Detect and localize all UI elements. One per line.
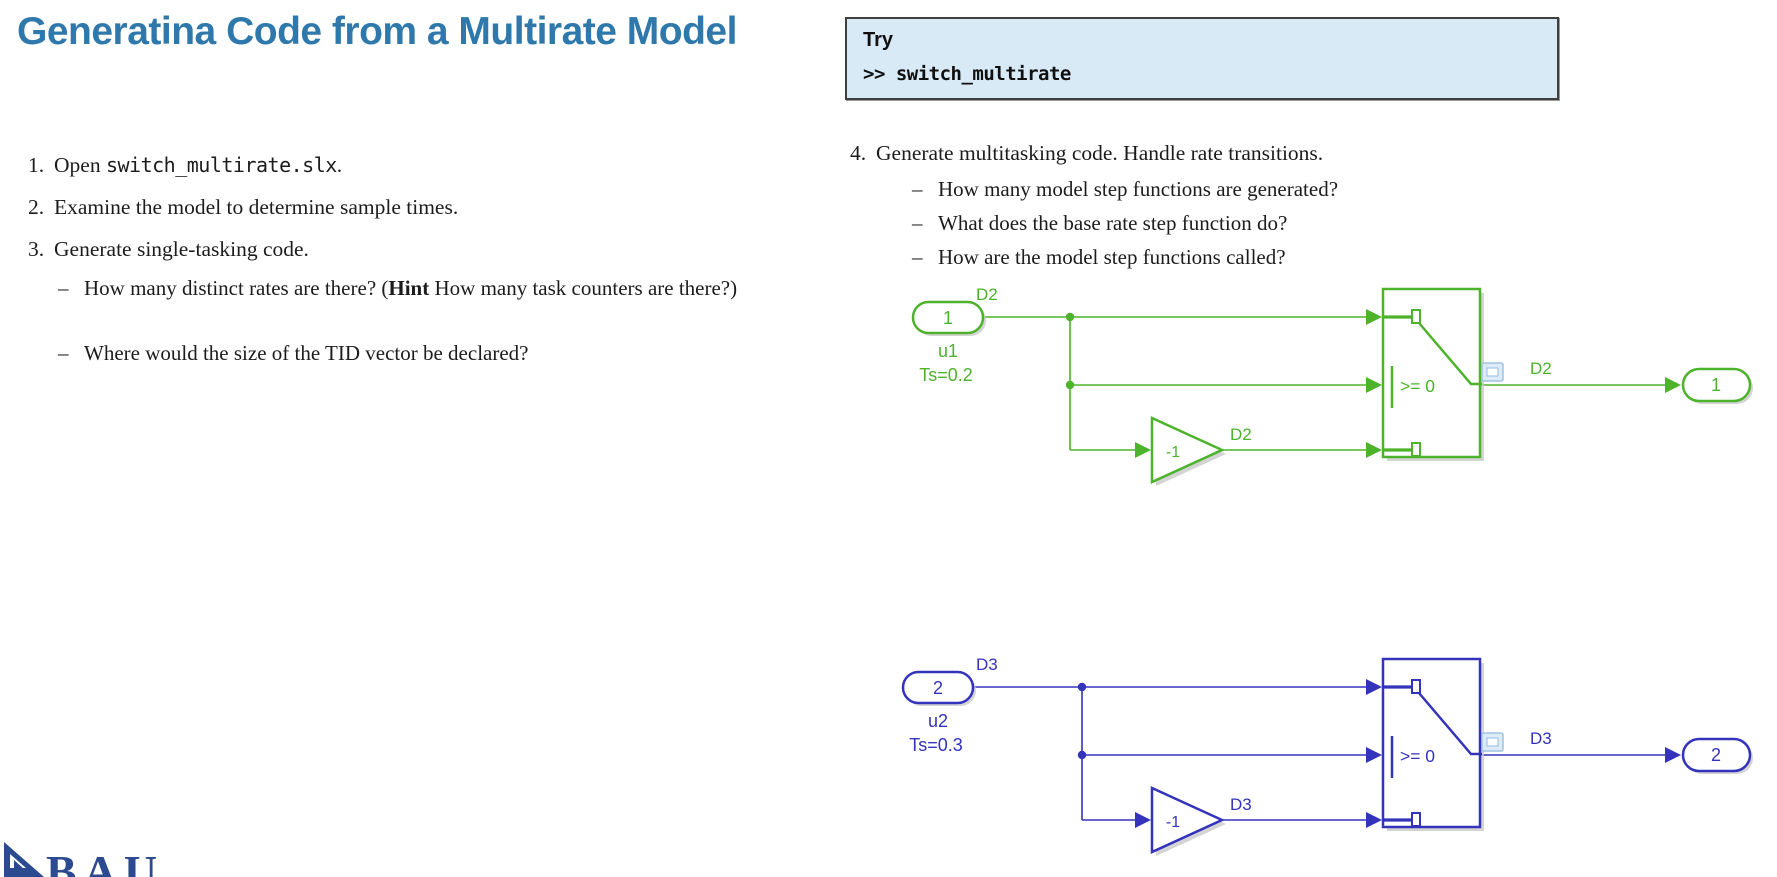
inport-block	[911, 300, 985, 335]
list-number: 3.	[28, 237, 45, 261]
list-item-4-sub-3: –How are the model step functions called…	[912, 244, 1286, 271]
list-text: Open	[54, 153, 106, 177]
arrowhead-icon	[1135, 812, 1151, 828]
arrowhead-icon	[1366, 377, 1382, 393]
gain-block	[1150, 786, 1226, 854]
list-item-4-sub-1: –How many model step functions are gener…	[912, 176, 1339, 203]
outport-block	[1681, 737, 1752, 773]
gain-block	[1150, 416, 1226, 484]
inport-number: 2	[933, 678, 943, 698]
inport-block	[901, 670, 975, 705]
arrowhead-icon	[1366, 747, 1382, 763]
list-item-4-sub-2: –What does the base rate step function d…	[912, 210, 1288, 237]
list-number: 1.	[28, 153, 45, 177]
list-text: How many distinct rates are there? (	[84, 276, 389, 300]
try-callout-box: Try >> switch_multirate	[845, 17, 1559, 100]
signal-label: D2	[1230, 425, 1252, 444]
outport-number: 1	[1711, 375, 1721, 395]
arrowhead-icon	[1135, 442, 1151, 458]
list-text: How are the model step functions called?	[938, 245, 1286, 269]
simulink-diagram-d3: 2 -1 >= 0 2 D3 u2 Ts=0.3 D3 D3	[901, 655, 1753, 856]
switch-lever	[1418, 322, 1482, 386]
arrowhead-icon	[1366, 442, 1382, 458]
list-item-3-sub-2: –Where would the size of the TID vector …	[58, 340, 800, 367]
dash-bullet: –	[58, 276, 69, 300]
rate-transition-badge-inner	[1486, 737, 1499, 747]
outport-block	[1681, 367, 1752, 403]
arrowhead-icon	[1366, 812, 1382, 828]
inport-number: 1	[943, 308, 953, 328]
switch-node	[1411, 679, 1421, 694]
signal-label: D3	[1230, 795, 1252, 814]
signal-label: D2	[976, 285, 998, 304]
logo: BAU	[0, 820, 260, 877]
list-item-2: 2. Examine the model to determine sample …	[28, 194, 458, 221]
list-text: How many task counters are there?)	[429, 276, 738, 300]
list-text: .	[336, 153, 343, 177]
gain-value: -1	[1166, 444, 1180, 461]
signal-label: D3	[976, 655, 998, 674]
switch-block	[1381, 287, 1482, 459]
logo-mark-icon	[4, 842, 44, 877]
list-text: Generate multitasking code. Handle rate …	[876, 141, 1324, 165]
branch-point	[1077, 750, 1087, 760]
signal-label: D2	[1530, 359, 1552, 378]
switch-node	[1411, 442, 1421, 457]
arrowhead-icon	[1665, 377, 1681, 393]
switch-node	[1411, 309, 1421, 324]
dash-bullet: –	[912, 245, 923, 269]
try-heading: Try	[863, 29, 894, 51]
list-item-4: 4. Generate multitasking code. Handle rat…	[850, 140, 1323, 167]
arrowhead-icon	[1665, 747, 1681, 763]
switch-threshold: >= 0	[1400, 746, 1435, 766]
sample-time-label: Ts=0.3	[909, 735, 963, 755]
hint-label: Hint	[388, 276, 430, 300]
dash-bullet: –	[912, 177, 923, 201]
dash-bullet: –	[912, 211, 923, 235]
switch-block	[1381, 657, 1482, 829]
list-text: Examine the model to determine sample ti…	[54, 195, 459, 219]
branch-point	[1065, 380, 1075, 390]
logo-text: BAU	[46, 846, 165, 877]
outport-number: 2	[1711, 745, 1721, 765]
switch-lever	[1418, 692, 1482, 756]
simulink-diagram-d2: 1 -1 >= 0 1 D2 u1 Ts=0.2 D2 D2	[911, 285, 1753, 486]
list-text: How many model step functions are genera…	[938, 177, 1339, 201]
list-text: What does the base rate step function do…	[938, 211, 1288, 235]
page-title: Generatina Code from a Multirate Model	[17, 10, 737, 53]
list-number: 2.	[28, 195, 45, 219]
list-item-3-sub-1: –How many distinct rates are there? (Hin…	[58, 275, 800, 302]
inport-name: u2	[928, 711, 948, 731]
branch-point	[1077, 682, 1087, 692]
list-number: 4.	[850, 141, 867, 165]
signal-label: D3	[1530, 729, 1552, 748]
rate-transition-badge-inner	[1486, 367, 1499, 377]
list-text: Generate single-tasking code.	[54, 237, 309, 261]
dash-bullet: –	[58, 341, 69, 365]
switch-threshold: >= 0	[1400, 376, 1435, 396]
arrowhead-icon	[1366, 679, 1382, 695]
inline-code: switch_multirate.slx	[105, 153, 337, 177]
list-item-1: 1. Open switch_multirate.slx.	[28, 152, 342, 179]
list-item-3: 3. Generate single-tasking code.	[28, 236, 309, 263]
list-text: Where would the size of the TID vector b…	[84, 341, 529, 365]
inport-name: u1	[938, 341, 958, 361]
gain-value: -1	[1166, 814, 1180, 831]
branch-point	[1065, 312, 1075, 322]
arrowhead-icon	[1366, 309, 1382, 325]
try-command: >> switch_multirate	[863, 63, 1071, 85]
switch-node	[1411, 812, 1421, 827]
sample-time-label: Ts=0.2	[919, 365, 973, 385]
